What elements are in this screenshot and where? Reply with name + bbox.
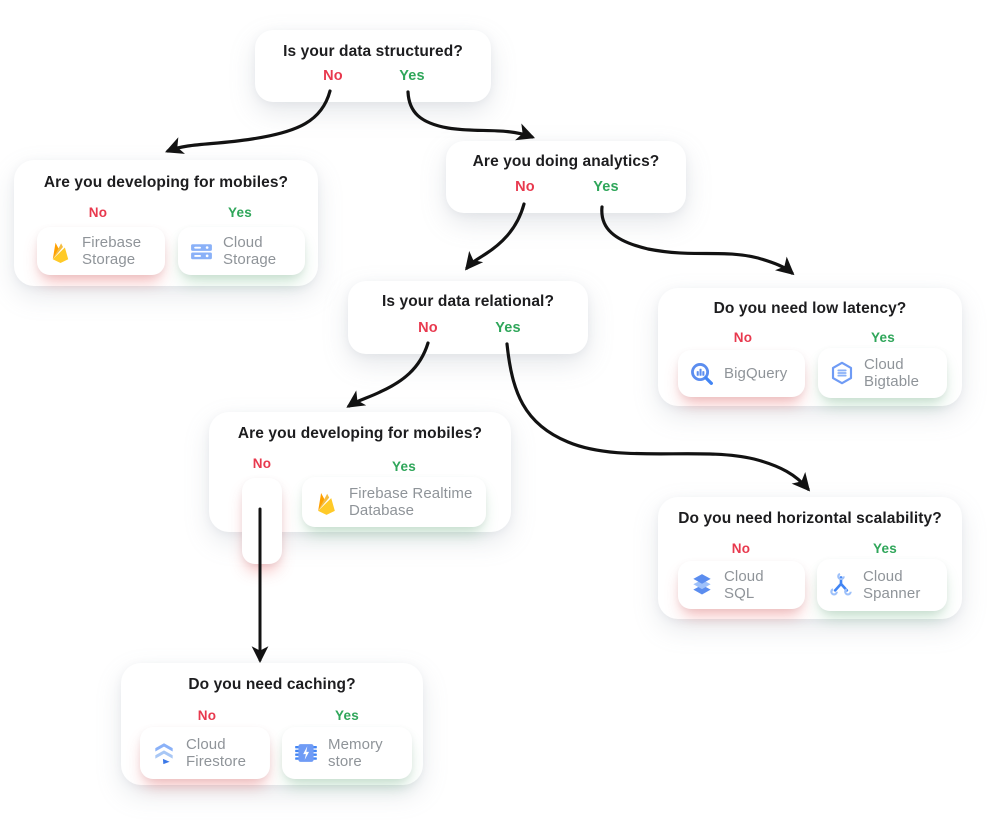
product-label: Cloud Storage <box>223 233 277 268</box>
product-label: BigQuery <box>724 364 788 382</box>
product-card-firebase-storage: Firebase Storage <box>37 227 165 275</box>
question-text: Do you need caching? <box>188 676 356 693</box>
product-card-cloud-bigtable: Cloud Bigtable <box>818 348 947 398</box>
product-label: Cloud SQL <box>724 567 764 602</box>
question-text: Is your data structured? <box>283 43 463 60</box>
edge-analytics-no-arrow <box>464 202 526 271</box>
node-mobiles-storage: Are you developing for mobiles? No Yes F… <box>14 160 331 299</box>
product-card-firebase-realtime-database: Firebase Realtime Database <box>302 477 486 527</box>
choice-no-label: No <box>323 68 343 84</box>
node-low-latency: Do you need low latency? No Yes BigQuery <box>658 288 975 419</box>
choice-no-label: No <box>88 205 108 220</box>
product-card-memory-store: Memory store <box>282 727 412 779</box>
product-label: Firebase Realtime Database <box>349 484 473 519</box>
product-label: Cloud Spanner <box>863 567 921 602</box>
choice-no-label: No <box>515 179 535 195</box>
cloud-sql-icon <box>689 572 715 598</box>
question-text: Are you developing for mobiles? <box>237 425 483 442</box>
product-label: Memory store <box>328 735 383 770</box>
product-card-cloud-firestore: Cloud Firestore <box>140 727 270 779</box>
node-analytics: Are you doing analytics? No Yes <box>446 141 686 213</box>
choice-no-label: No <box>731 541 751 556</box>
choice-yes-label: Yes <box>873 541 897 556</box>
question-text: Are you doing analytics? <box>472 153 660 170</box>
choice-yes-label: Yes <box>228 205 252 220</box>
node-mobiles-db: Are you developing for mobiles? No Yes F… <box>209 412 524 564</box>
product-label: Cloud Bigtable <box>864 355 920 390</box>
product-card-cloud-sql: Cloud SQL <box>678 561 805 609</box>
product-card-cloud-storage: Cloud Storage <box>178 227 305 275</box>
question-text: Is your data relational? <box>381 293 555 310</box>
choice-yes-label: Yes <box>495 320 521 336</box>
edge-analytics-yes-arrow <box>600 205 795 276</box>
product-card-cloud-spanner: Cloud Spanner <box>817 559 947 611</box>
node-caching: Do you need caching? No Yes Cloud Firest… <box>121 663 436 798</box>
product-label: Firebase Storage <box>82 233 142 268</box>
product-label: Cloud Firestore <box>186 735 247 770</box>
choice-yes-label: Yes <box>593 179 619 195</box>
empty-no-card <box>242 478 282 564</box>
choice-yes-label: Yes <box>335 708 359 723</box>
memorystore-icon <box>293 740 319 766</box>
choice-yes-label: Yes <box>871 330 895 345</box>
product-card-bigquery: BigQuery <box>678 350 805 397</box>
spanner-icon <box>828 572 854 598</box>
cloud-storage-icon <box>189 239 214 264</box>
question-text: Are you developing for mobiles? <box>43 174 289 191</box>
node-relational: Is your data relational? No Yes <box>348 281 588 354</box>
firebase-flame-icon <box>48 239 73 264</box>
node-structured: Is your data structured? No Yes <box>255 30 491 102</box>
node-scalability: Do you need horizontal scalability? No Y… <box>658 497 975 632</box>
choice-no-label: No <box>418 320 438 336</box>
choice-no-label: No <box>197 708 217 723</box>
question-text: Do you need horizontal scalability? <box>678 510 942 527</box>
firebase-flame-icon <box>313 489 340 516</box>
choice-yes-label: Yes <box>392 459 416 474</box>
choice-no-label: No <box>252 456 272 471</box>
question-text: Do you need low latency? <box>713 300 907 317</box>
firestore-icon <box>151 740 177 766</box>
bigquery-icon <box>689 361 715 387</box>
choice-yes-label: Yes <box>399 68 425 84</box>
bigtable-icon <box>829 360 855 386</box>
choice-no-label: No <box>733 330 753 345</box>
